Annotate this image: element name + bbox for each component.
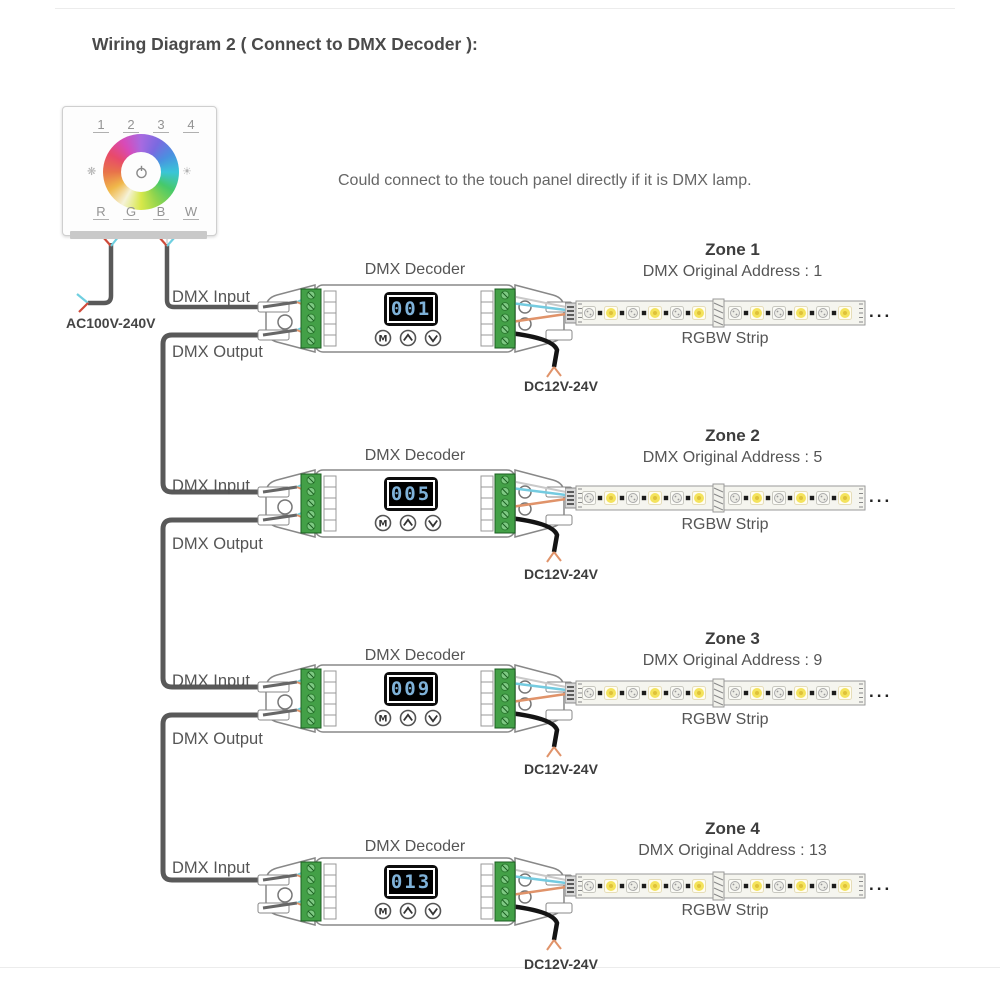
zone-name: Zone 3 <box>705 629 760 648</box>
address-display-3: 009 <box>384 672 438 706</box>
strip-continues-4: ... <box>869 875 893 894</box>
zone-address: DMX Original Address : 9 <box>642 652 823 669</box>
panel-mounting-bar <box>70 231 207 239</box>
panel-color-button-w[interactable]: W <box>183 204 199 220</box>
dmx-input-label-4: DMX Input <box>172 859 250 877</box>
display-digits: 013 <box>390 870 432 893</box>
dc-power-label-3: DC12V-24V <box>524 761 598 777</box>
decoder-3-title: DMX Decoder <box>364 647 466 664</box>
panel-color-button-g[interactable]: G <box>123 204 139 220</box>
decoder-2-title: DMX Decoder <box>364 447 466 464</box>
zone-name: Zone 4 <box>705 819 760 838</box>
display-digits: 009 <box>390 677 432 700</box>
rgbw-strip-label-4: RGBW Strip <box>681 902 769 919</box>
strip-continues-1: ... <box>869 302 893 321</box>
decoder-4-title: DMX Decoder <box>364 838 466 855</box>
dmx-input-label-1: DMX Input <box>172 288 250 306</box>
note-text: Could connect to the touch panel directl… <box>338 172 752 189</box>
address-display-2: 005 <box>384 477 438 511</box>
address-display-1: 001 <box>384 292 438 326</box>
rgbw-strip-label-3: RGBW Strip <box>681 711 769 728</box>
dmx-input-label-2: DMX Input <box>172 477 250 495</box>
rgbw-strip-3 <box>565 676 900 710</box>
strip-continues-2: ... <box>869 487 893 506</box>
zone-2-header: Zone 2 DMX Original Address : 5 <box>590 426 875 467</box>
panel-zone-button-2[interactable]: 2 <box>123 117 139 133</box>
power-button[interactable] <box>121 152 161 192</box>
dmx-input-wire-1 <box>164 243 272 310</box>
rgbw-strip-1 <box>565 296 900 330</box>
dmx-output-label-3: DMX Output <box>172 730 263 748</box>
panel-zone-button-3[interactable]: 3 <box>153 117 169 133</box>
dmx-chain-wire-1-2 <box>160 332 272 495</box>
zone-address: DMX Original Address : 1 <box>642 263 823 280</box>
bottom-divider <box>0 967 1000 968</box>
power-icon <box>135 165 147 179</box>
zone-name: Zone 2 <box>705 426 760 445</box>
dmx-output-label-2: DMX Output <box>172 535 263 553</box>
panel-zone-button-4[interactable]: 4 <box>183 117 199 133</box>
rgbw-strip-4 <box>565 869 900 903</box>
zone-1-header: Zone 1 DMX Original Address : 1 <box>590 240 875 281</box>
dmx-chain-wire-3-4 <box>160 712 272 883</box>
zone-name: Zone 1 <box>705 240 760 259</box>
address-display-4: 013 <box>384 865 438 899</box>
top-divider <box>55 8 955 9</box>
rgbw-strip-label-1: RGBW Strip <box>681 330 769 347</box>
display-digits: 001 <box>390 297 432 320</box>
dc-power-label-4: DC12V-24V <box>524 956 598 972</box>
strip-continues-3: ... <box>869 682 893 701</box>
zone-3-header: Zone 3 DMX Original Address : 9 <box>590 629 875 670</box>
decoder-1-title: DMX Decoder <box>364 261 466 278</box>
brightness-icon: ☀ <box>182 166 192 178</box>
dmx-input-label-3: DMX Input <box>172 672 250 690</box>
dc-power-label-1: DC12V-24V <box>524 378 598 394</box>
panel-color-button-r[interactable]: R <box>93 204 109 220</box>
dc-power-label-2: DC12V-24V <box>524 566 598 582</box>
dmx-output-label-1: DMX Output <box>172 343 263 361</box>
zone-4-header: Zone 4 DMX Original Address : 13 <box>590 819 875 860</box>
touch-panel: 1 2 3 4 ❋ ☀ R G B W <box>62 106 217 236</box>
ac-power-wire <box>88 243 114 306</box>
zone-address: DMX Original Address : 5 <box>642 449 823 466</box>
dmx-chain-wire-2-3 <box>160 517 272 690</box>
zone-address: DMX Original Address : 13 <box>638 842 827 859</box>
scene-icon: ❋ <box>87 166 97 178</box>
ac-power-label: AC100V-240V <box>66 315 156 331</box>
display-digits: 005 <box>390 482 432 505</box>
page-title: Wiring Diagram 2 ( Connect to DMX Decode… <box>92 34 478 54</box>
rgbw-strip-label-2: RGBW Strip <box>681 516 769 533</box>
panel-color-button-b[interactable]: B <box>153 204 169 220</box>
rgbw-strip-2 <box>565 481 900 515</box>
panel-zone-button-1[interactable]: 1 <box>93 117 109 133</box>
